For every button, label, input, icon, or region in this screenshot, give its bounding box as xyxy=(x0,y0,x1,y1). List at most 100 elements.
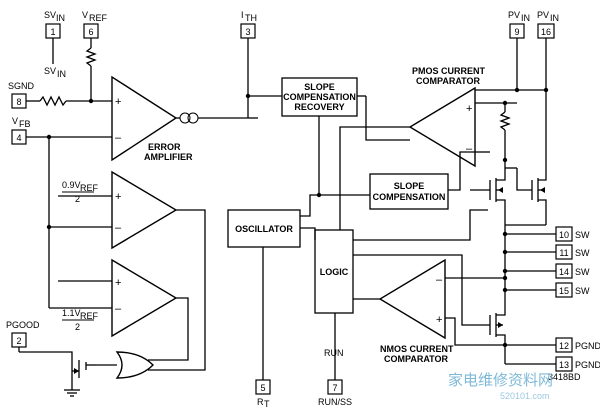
svg-text:+: + xyxy=(436,314,442,326)
pin-sw-14: 14 SW xyxy=(555,263,590,279)
pin-pgnd-13: 13 PGND xyxy=(555,356,600,372)
svg-text:+: + xyxy=(115,277,121,289)
svg-text:FB: FB xyxy=(19,119,31,129)
svg-text:IN: IN xyxy=(550,13,559,23)
svg-text:11: 11 xyxy=(559,248,568,258)
svg-text:V: V xyxy=(12,116,18,126)
pin-pgood: PGOOD 2 xyxy=(6,320,40,348)
wires-ith xyxy=(247,38,282,118)
svg-text:–: – xyxy=(115,222,122,234)
svg-text:–: – xyxy=(115,132,122,144)
svg-text:5: 5 xyxy=(260,383,265,393)
svg-text:3: 3 xyxy=(245,27,250,37)
gm-symbol xyxy=(176,112,248,124)
pmos-current-comparator: + – PMOS CURRENT COMPARATOR xyxy=(408,66,486,168)
svg-text:PGND: PGND xyxy=(575,360,600,370)
svg-text:COMPENSATION: COMPENSATION xyxy=(373,192,446,202)
svg-text:7: 7 xyxy=(332,383,337,393)
svg-text:–: – xyxy=(466,143,473,155)
pin-run-ss: RUN 7 RUN/SS xyxy=(318,348,352,407)
wires-middle-right xyxy=(248,38,556,380)
svg-text:IN: IN xyxy=(57,69,66,79)
slope-compensation-recovery-block: SLOPE COMPENSATION RECOVERY xyxy=(281,77,358,117)
svg-text:COMPARATOR: COMPARATOR xyxy=(384,354,448,364)
svg-text:RECOVERY: RECOVERY xyxy=(294,102,344,112)
svg-text:IN: IN xyxy=(56,13,65,23)
svg-text:PGOOD: PGOOD xyxy=(6,320,40,330)
svg-text:+: + xyxy=(466,103,472,115)
svg-text:IN: IN xyxy=(521,13,530,23)
pin-sw-10: 10 SW xyxy=(555,226,590,242)
pin-sw-15: 15 SW xyxy=(555,282,590,298)
svg-text:PGND: PGND xyxy=(575,341,600,351)
nmos-current-comparator: – + NMOS CURRENT COMPARATOR xyxy=(378,258,454,364)
svg-text:2: 2 xyxy=(75,194,80,204)
oscillator-block: OSCILLATOR xyxy=(227,209,301,248)
svg-text:RUN: RUN xyxy=(324,348,344,358)
svg-text:ERROR: ERROR xyxy=(148,142,181,152)
svg-text:12: 12 xyxy=(559,341,569,351)
uv-comparator: + – xyxy=(111,170,178,250)
svg-text:PMOS CURRENT: PMOS CURRENT xyxy=(412,66,486,76)
svg-text:SLOPE: SLOPE xyxy=(394,181,425,191)
svg-text:COMPENSATION: COMPENSATION xyxy=(283,92,356,102)
svg-text:V: V xyxy=(82,10,88,20)
svg-text:13: 13 xyxy=(559,360,569,370)
svg-text:SW: SW xyxy=(575,230,590,240)
figure-id: 3418BD xyxy=(548,372,581,382)
svg-text:PV: PV xyxy=(537,10,549,20)
svg-text:REF: REF xyxy=(80,311,99,321)
svg-text:REF: REF xyxy=(89,13,108,23)
svg-text:AMPLIFIER: AMPLIFIER xyxy=(144,152,193,162)
svg-text:10: 10 xyxy=(559,230,569,240)
pin-sw-11: 11 SW xyxy=(555,244,590,260)
svg-text:8: 8 xyxy=(16,97,21,107)
svg-text:R: R xyxy=(257,397,264,407)
pin-pgnd-12: 12 PGND xyxy=(555,337,600,353)
svg-text:OSCILLATOR: OSCILLATOR xyxy=(235,224,293,234)
error-amplifier: + – ERROR AMPLIFIER xyxy=(111,75,193,162)
svg-text:1.1V: 1.1V xyxy=(62,308,81,318)
svg-text:SV: SV xyxy=(44,10,56,20)
svg-text:SW: SW xyxy=(575,248,590,258)
pin-sgnd: SGND 8 xyxy=(8,81,35,109)
svg-text:9: 9 xyxy=(514,27,519,37)
logic-block: LOGIC xyxy=(314,229,354,314)
svg-text:2: 2 xyxy=(75,322,80,332)
svg-text:PV: PV xyxy=(508,10,520,20)
svg-text:T: T xyxy=(264,399,270,407)
or-gate xyxy=(96,351,154,379)
svg-text:TH: TH xyxy=(245,13,257,23)
wires-left xyxy=(26,38,112,309)
svg-text:+: + xyxy=(115,96,121,108)
svg-text:14: 14 xyxy=(559,267,569,277)
svg-text:6: 6 xyxy=(88,27,93,37)
svg-text:家电维修资料网: 家电维修资料网 xyxy=(448,372,553,389)
svg-text:SW: SW xyxy=(575,286,590,296)
svg-text:15: 15 xyxy=(559,286,569,296)
watermark: 家电维修资料网 520101.com xyxy=(448,372,553,401)
ov-comparator: + – xyxy=(111,258,178,338)
svg-text:SW: SW xyxy=(575,267,590,277)
svg-text:1: 1 xyxy=(50,27,55,37)
svg-text:I: I xyxy=(241,10,244,20)
svg-text:520101.com: 520101.com xyxy=(500,391,550,401)
svg-text:4: 4 xyxy=(16,133,21,143)
svg-text:NMOS CURRENT: NMOS CURRENT xyxy=(380,344,454,354)
svg-text:REF: REF xyxy=(80,183,99,193)
svg-text:+: + xyxy=(115,191,121,203)
svg-text:COMPARATOR: COMPARATOR xyxy=(416,76,480,86)
svg-text:SGND: SGND xyxy=(8,81,35,91)
wires-comparator-outputs xyxy=(148,209,206,371)
svg-text:RUN/SS: RUN/SS xyxy=(318,397,352,407)
svg-text:2: 2 xyxy=(16,336,21,346)
